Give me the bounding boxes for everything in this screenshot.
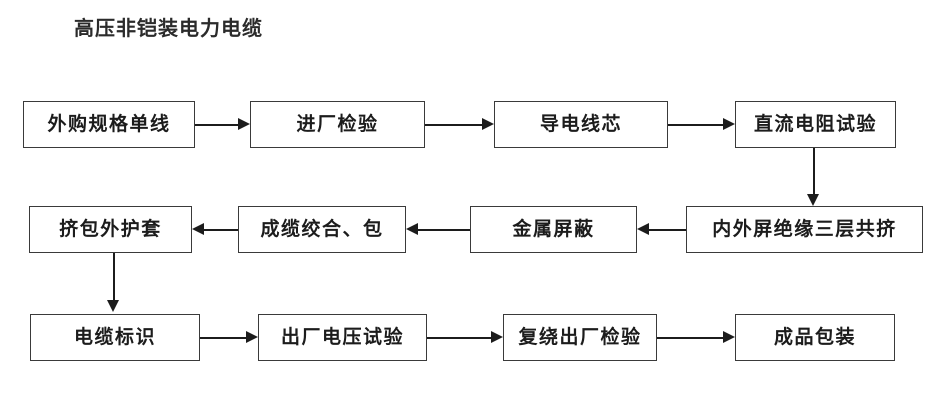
flow-node-waigou-guige-danxian[interactable]: 外购规格单线 — [23, 101, 195, 148]
connector-line-row2-2 — [418, 229, 470, 231]
connector-line-row2-1 — [649, 229, 686, 231]
arrow-head-row2-to-row3 — [106, 300, 119, 312]
flow-node-label: 成缆绞合、包 — [260, 219, 384, 240]
flow-node-label: 成品包装 — [773, 327, 856, 348]
connector-line-row2-3 — [204, 229, 238, 231]
arrow-head-row3-1 — [246, 330, 258, 343]
connector-line-row1-to-row2 — [813, 148, 815, 194]
arrow-head-row1-3 — [723, 117, 735, 130]
flow-node-zhiliu-dianzu-shiyan[interactable]: 直流电阻试验 — [735, 101, 896, 148]
connector-line-row1-3 — [668, 124, 723, 126]
flow-node-label: 导电线芯 — [539, 114, 622, 135]
flow-node-label: 复绕出厂检验 — [518, 327, 642, 348]
flow-node-label: 金属屏蔽 — [512, 219, 595, 240]
arrow-head-row2-1 — [637, 222, 649, 235]
flow-node-furao-chuchang-jianyan[interactable]: 复绕出厂检验 — [503, 314, 657, 361]
flow-node-label: 挤包外护套 — [59, 219, 162, 240]
arrow-head-row3-2 — [491, 330, 503, 343]
flow-node-label: 直流电阻试验 — [753, 114, 877, 135]
flow-node-label: 进厂检验 — [296, 114, 379, 135]
flow-node-label: 电缆标识 — [73, 327, 156, 348]
connector-line-row1-2 — [425, 124, 482, 126]
flow-node-jibao-waihutao[interactable]: 挤包外护套 — [29, 206, 192, 253]
arrow-head-row2-2 — [406, 222, 418, 235]
flow-node-label: 出厂电压试验 — [280, 327, 404, 348]
flow-node-dianlan-biaoshi[interactable]: 电缆标识 — [30, 314, 200, 361]
flow-node-chenglan-jiaohe-bao[interactable]: 成缆绞合、包 — [238, 206, 406, 253]
flow-node-jinchang-jianyan[interactable]: 进厂检验 — [250, 101, 425, 148]
flow-node-label: 内外屏绝缘三层共挤 — [712, 219, 897, 240]
arrow-head-row1-to-row2 — [806, 194, 819, 206]
flow-node-chengpin-baozhuang[interactable]: 成品包装 — [735, 314, 895, 361]
connector-line-row3-2 — [427, 337, 491, 339]
arrow-head-row1-1 — [238, 117, 250, 130]
connector-line-row2-to-row3 — [113, 253, 115, 300]
arrow-head-row1-2 — [482, 117, 494, 130]
connector-line-row3-1 — [200, 337, 246, 339]
arrow-head-row3-3 — [723, 330, 735, 343]
page-title: 高压非铠装电力电缆 — [74, 18, 263, 40]
flow-node-chuchang-dianya-shiyan[interactable]: 出厂电压试验 — [258, 314, 427, 361]
connector-line-row1-1 — [195, 124, 238, 126]
connector-line-row3-3 — [657, 337, 723, 339]
flow-node-label: 外购规格单线 — [47, 114, 171, 135]
flow-node-daodian-xianxin[interactable]: 导电线芯 — [494, 101, 668, 148]
flow-node-neiwaiping-jueyuan-sanceng-gongji[interactable]: 内外屏绝缘三层共挤 — [686, 206, 923, 253]
arrow-head-row2-3 — [192, 222, 204, 235]
flow-node-jinshu-pingbi[interactable]: 金属屏蔽 — [470, 206, 637, 253]
